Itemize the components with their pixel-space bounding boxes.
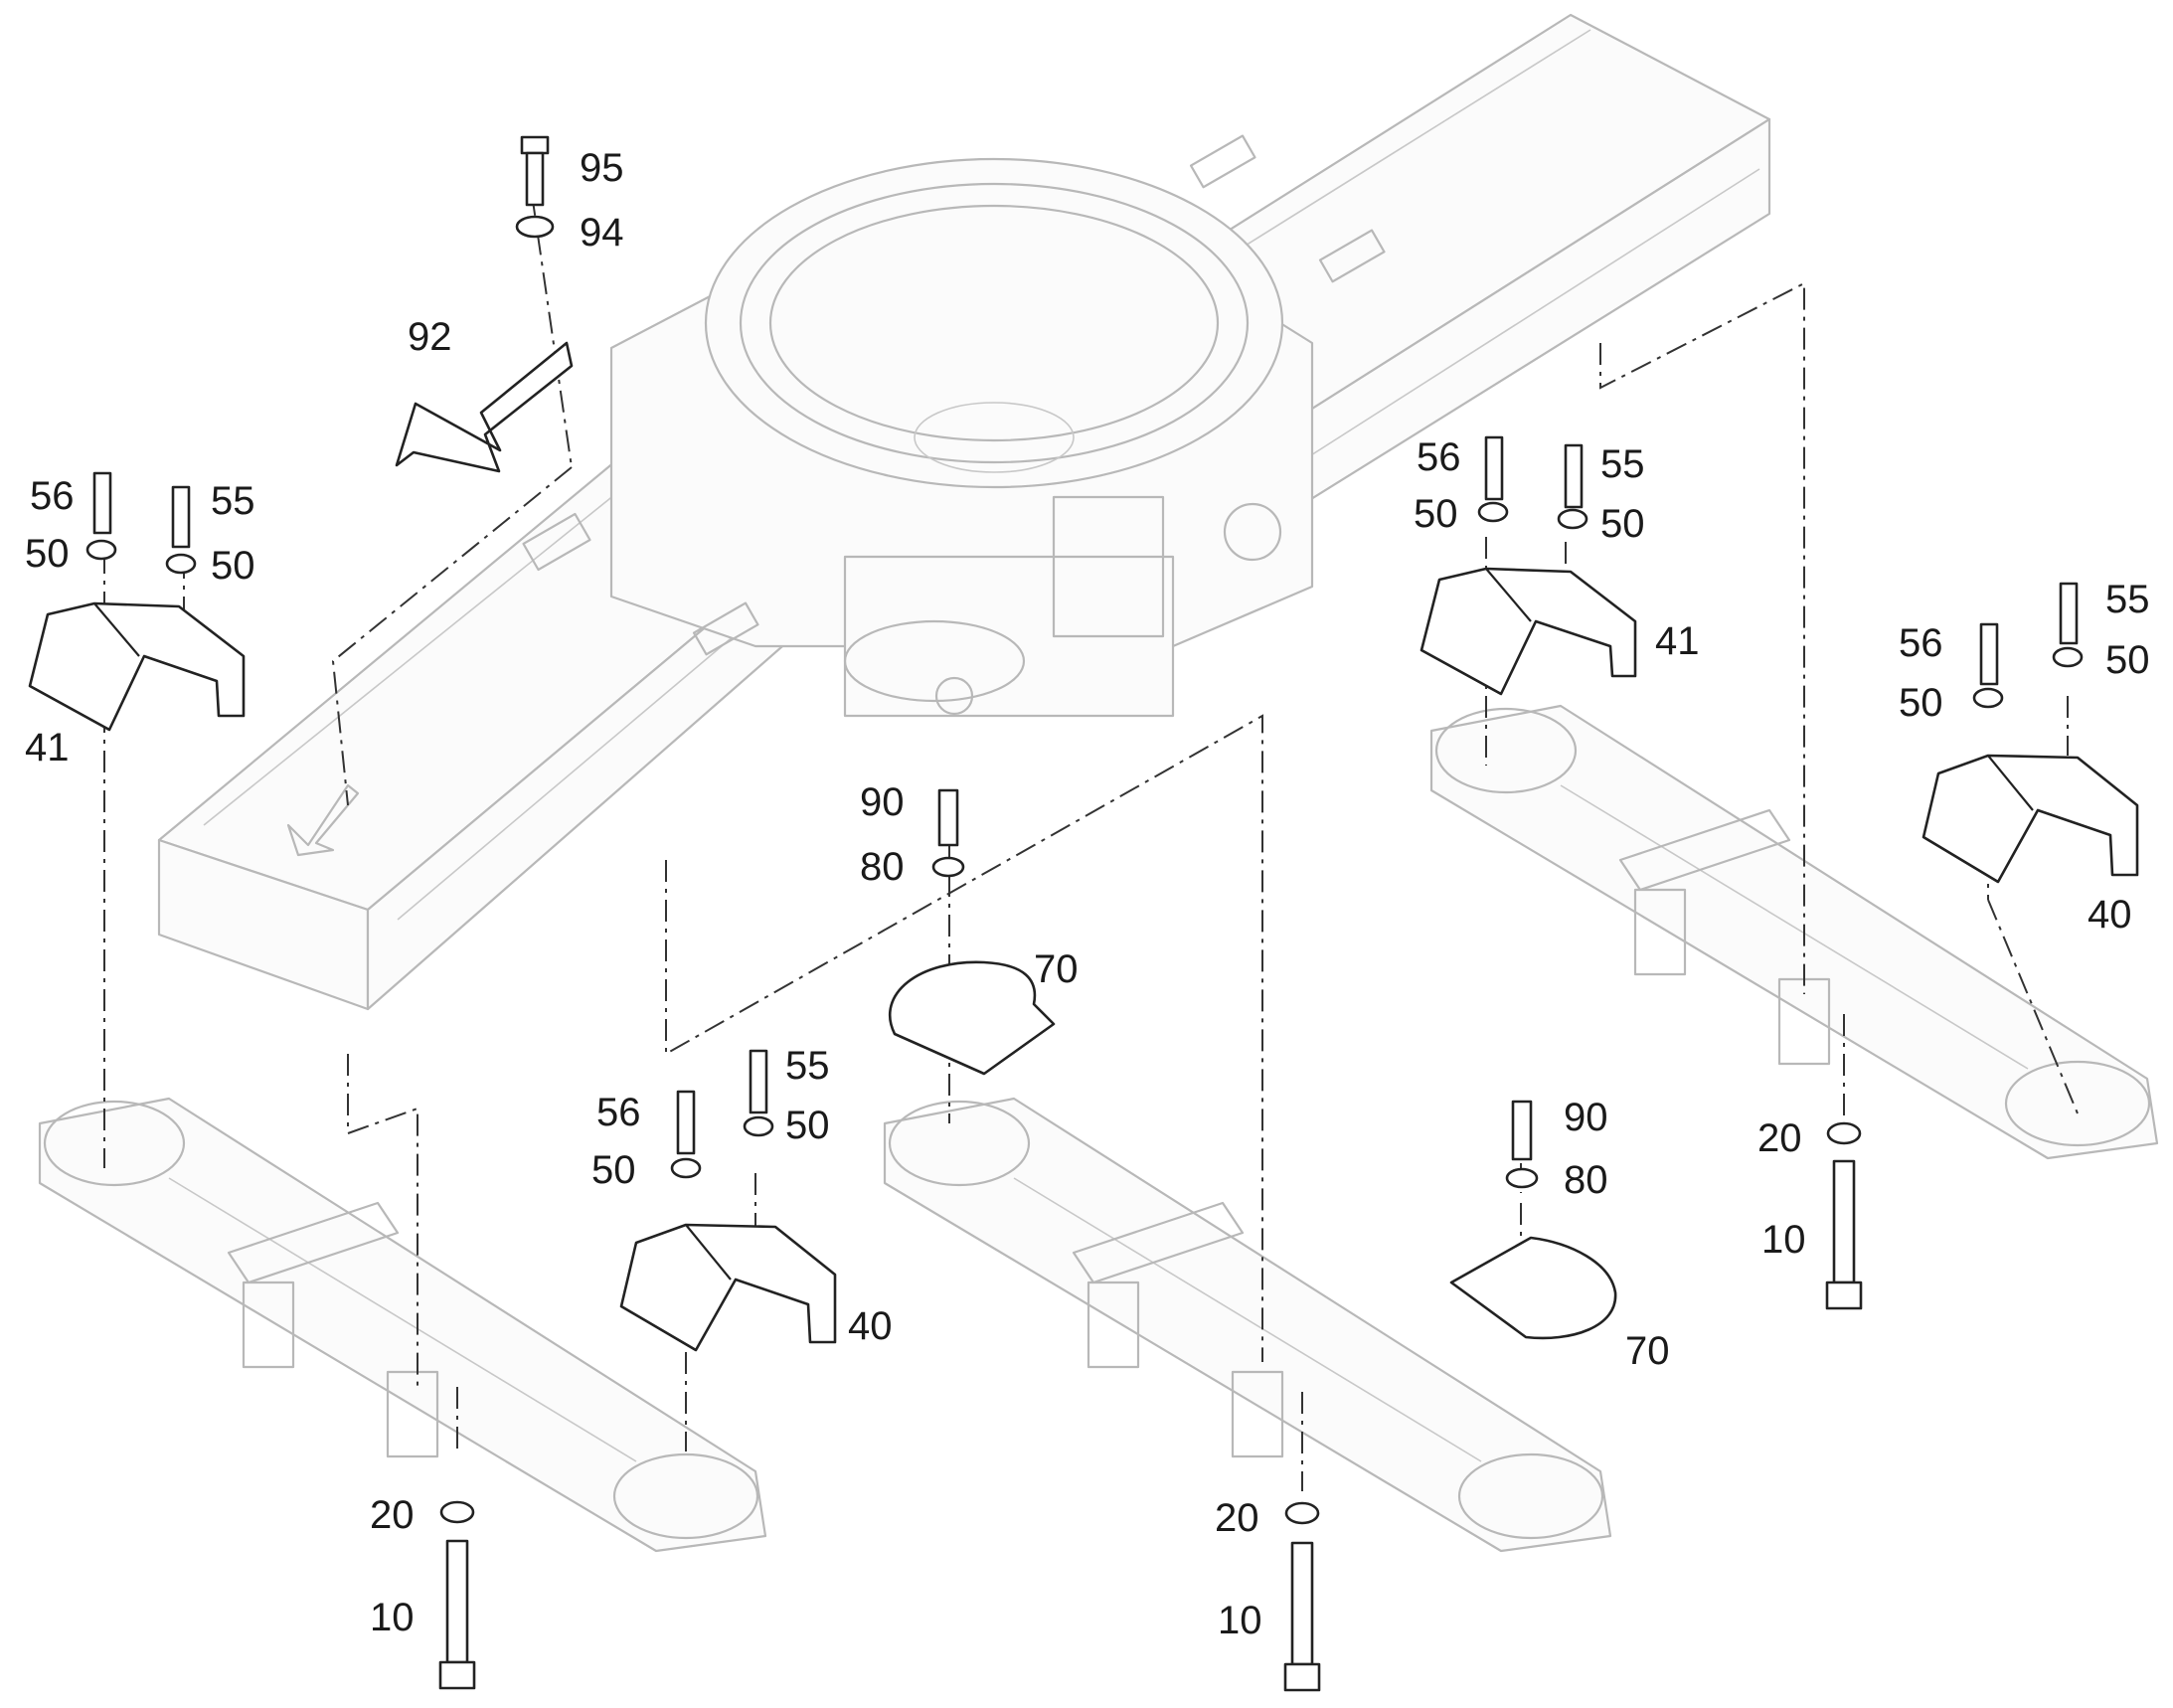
- callout-56: 56: [596, 1091, 641, 1134]
- washer-80-lower: [1505, 1167, 1539, 1189]
- callout-55: 55: [211, 479, 255, 523]
- callout-50: 50: [211, 544, 255, 588]
- bolt-10-middle: [1283, 1541, 1321, 1692]
- cover-plate-70-upper: [888, 960, 1056, 1076]
- callout-70: 70: [1625, 1329, 1670, 1373]
- callout-70: 70: [1034, 947, 1079, 991]
- callout-94: 94: [580, 211, 624, 255]
- callout-50: 50: [591, 1148, 636, 1192]
- callout-20: 20: [370, 1493, 415, 1537]
- callout-55: 55: [1600, 442, 1645, 486]
- callout-56: 56: [1417, 435, 1461, 479]
- track-frame-left: [38, 1097, 767, 1553]
- callout-50: 50: [25, 532, 70, 576]
- bolt-55-right: [1564, 443, 1584, 509]
- callout-20: 20: [1215, 1496, 1259, 1540]
- washer-50-far-right-a: [1972, 687, 2004, 709]
- callout-50: 50: [1600, 502, 1645, 546]
- callout-80: 80: [860, 845, 905, 889]
- callout-50: 50: [1414, 492, 1458, 536]
- bolt-10-left: [438, 1539, 476, 1690]
- carbody-frame: [157, 13, 1771, 1011]
- callout-56: 56: [1899, 621, 1943, 665]
- bolt-90-upper: [937, 788, 959, 847]
- callout-10: 10: [1218, 1599, 1262, 1642]
- track-frame-middle: [883, 1097, 1612, 1553]
- callout-40: 40: [2088, 893, 2132, 937]
- washer-50-middle-b: [743, 1115, 774, 1137]
- bolt-95: [520, 135, 550, 207]
- cover-41-right: [1420, 567, 1637, 696]
- callout-50: 50: [1899, 681, 1943, 725]
- washer-20-right: [1826, 1121, 1862, 1145]
- washer-50-left-b: [165, 553, 197, 575]
- callout-55: 55: [785, 1044, 830, 1088]
- bolt-56-right: [1484, 435, 1504, 501]
- callouts: 95 94 92 56 55 50 50 41 56 55 50 50 41 5…: [25, 146, 2150, 1642]
- bolt-56-far-right: [1979, 622, 1999, 686]
- cover-plate-70-lower: [1449, 1236, 1617, 1340]
- bolt-55-middle: [749, 1049, 768, 1114]
- bolt-90-lower: [1511, 1100, 1533, 1161]
- callout-40: 40: [848, 1304, 893, 1348]
- washer-20-middle: [1284, 1501, 1320, 1525]
- washer-50-middle-a: [670, 1157, 702, 1179]
- bolt-10-right: [1825, 1159, 1863, 1310]
- washer-94: [515, 215, 555, 239]
- callout-90: 90: [860, 780, 905, 824]
- assembly-lines: [103, 193, 2079, 1491]
- callout-56: 56: [30, 474, 75, 518]
- callout-10: 10: [370, 1596, 415, 1639]
- washer-50-right-a: [1477, 501, 1509, 523]
- bolt-55-far-right: [2059, 582, 2079, 645]
- cover-41-left: [28, 601, 246, 732]
- callout-92: 92: [408, 315, 452, 359]
- bolt-55-left: [171, 485, 191, 549]
- callout-10: 10: [1761, 1218, 1806, 1262]
- washer-50-left-a: [85, 539, 117, 561]
- callout-50: 50: [2105, 638, 2150, 682]
- bolt-56-left: [92, 471, 112, 535]
- cover-40-middle: [619, 1223, 837, 1352]
- bolt-56-middle: [676, 1090, 696, 1155]
- washer-50-far-right-b: [2052, 646, 2084, 668]
- callout-95: 95: [580, 146, 624, 190]
- washer-50-right-b: [1557, 508, 1588, 530]
- callout-90: 90: [1564, 1096, 1608, 1139]
- callout-41: 41: [1655, 619, 1700, 663]
- callout-20: 20: [1757, 1116, 1802, 1160]
- washer-20-left: [439, 1500, 475, 1524]
- callout-80: 80: [1564, 1158, 1608, 1202]
- arrow-plate-92: [395, 341, 574, 473]
- callout-41: 41: [25, 726, 70, 769]
- cover-40-right: [1922, 754, 2139, 884]
- callout-55: 55: [2105, 578, 2150, 621]
- washer-80-upper: [931, 856, 965, 878]
- callout-50: 50: [785, 1104, 830, 1147]
